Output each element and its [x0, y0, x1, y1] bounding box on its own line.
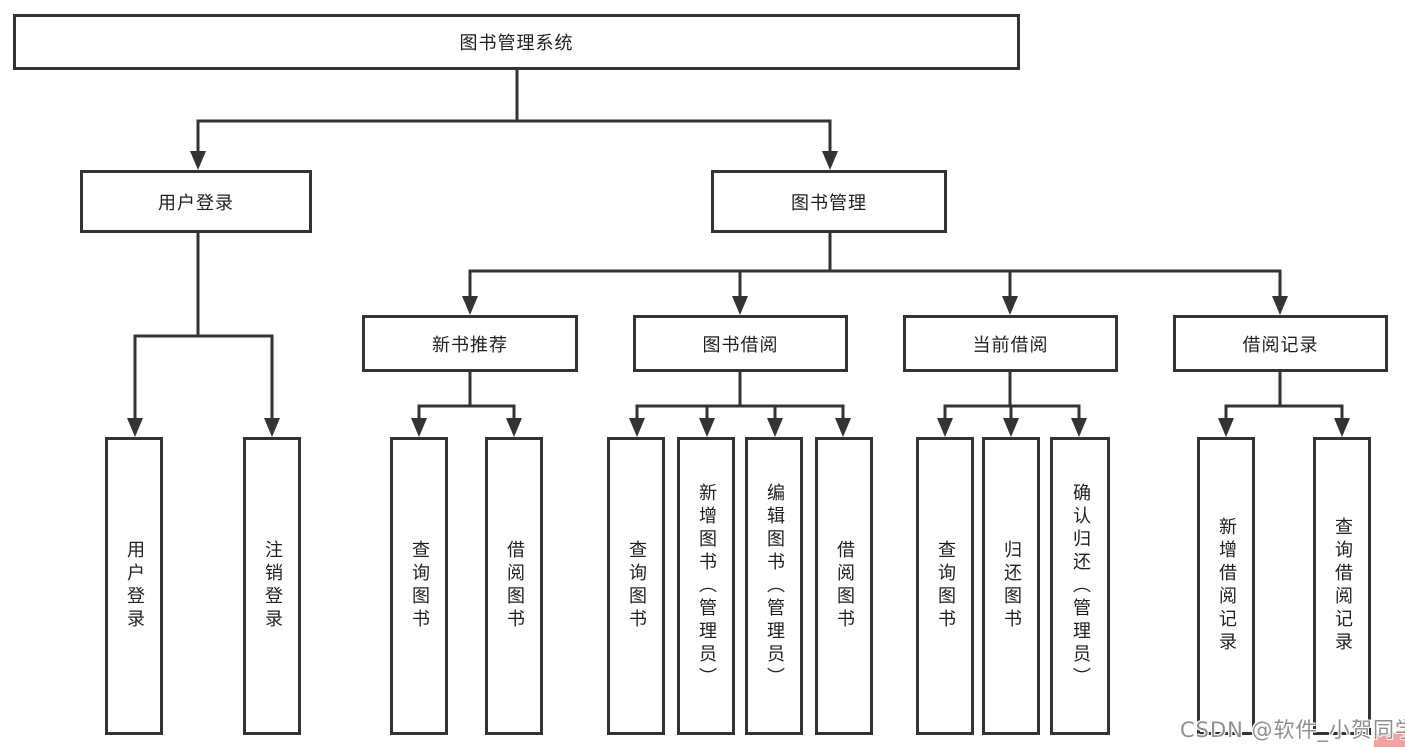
node-user-login-group: 用户登录 [80, 170, 312, 233]
node-new-book-recommendation: 新书推荐 [362, 315, 578, 372]
leaf-query-books-borrowing: 查询图书 [607, 437, 665, 735]
node-book-management: 图书管理 [711, 170, 947, 233]
node-book-borrowing: 图书借阅 [633, 315, 848, 372]
leaf-query-borrow-record: 查询借阅记录 [1313, 437, 1371, 735]
node-borrowing-records: 借阅记录 [1173, 315, 1388, 372]
leaf-return-books: 归还图书 [982, 437, 1040, 735]
leaf-add-book-admin: 新增图书（管理员） [677, 437, 735, 735]
leaf-user-login: 用户登录 [105, 437, 163, 735]
pink-corner-accent [1374, 733, 1405, 747]
leaf-query-books-recommend: 查询图书 [390, 437, 448, 735]
csdn-watermark: CSDN @软件_小贺同学 [1180, 718, 1405, 742]
leaf-query-books-current: 查询图书 [916, 437, 974, 735]
leaf-edit-book-admin: 编辑图书（管理员） [745, 437, 803, 735]
leaf-logout: 注销登录 [243, 437, 301, 735]
node-current-borrowing: 当前借阅 [903, 315, 1118, 372]
leaf-add-borrow-record: 新增借阅记录 [1197, 437, 1255, 735]
leaf-confirm-return-admin: 确认归还（管理员） [1050, 437, 1110, 735]
node-library-management-system: 图书管理系统 [13, 14, 1020, 70]
arrowheads [127, 151, 1350, 437]
leaf-borrow-books-borrowing: 借阅图书 [815, 437, 873, 735]
leaf-borrow-books-recommend: 借阅图书 [485, 437, 543, 735]
connector-path [133, 68, 1344, 424]
